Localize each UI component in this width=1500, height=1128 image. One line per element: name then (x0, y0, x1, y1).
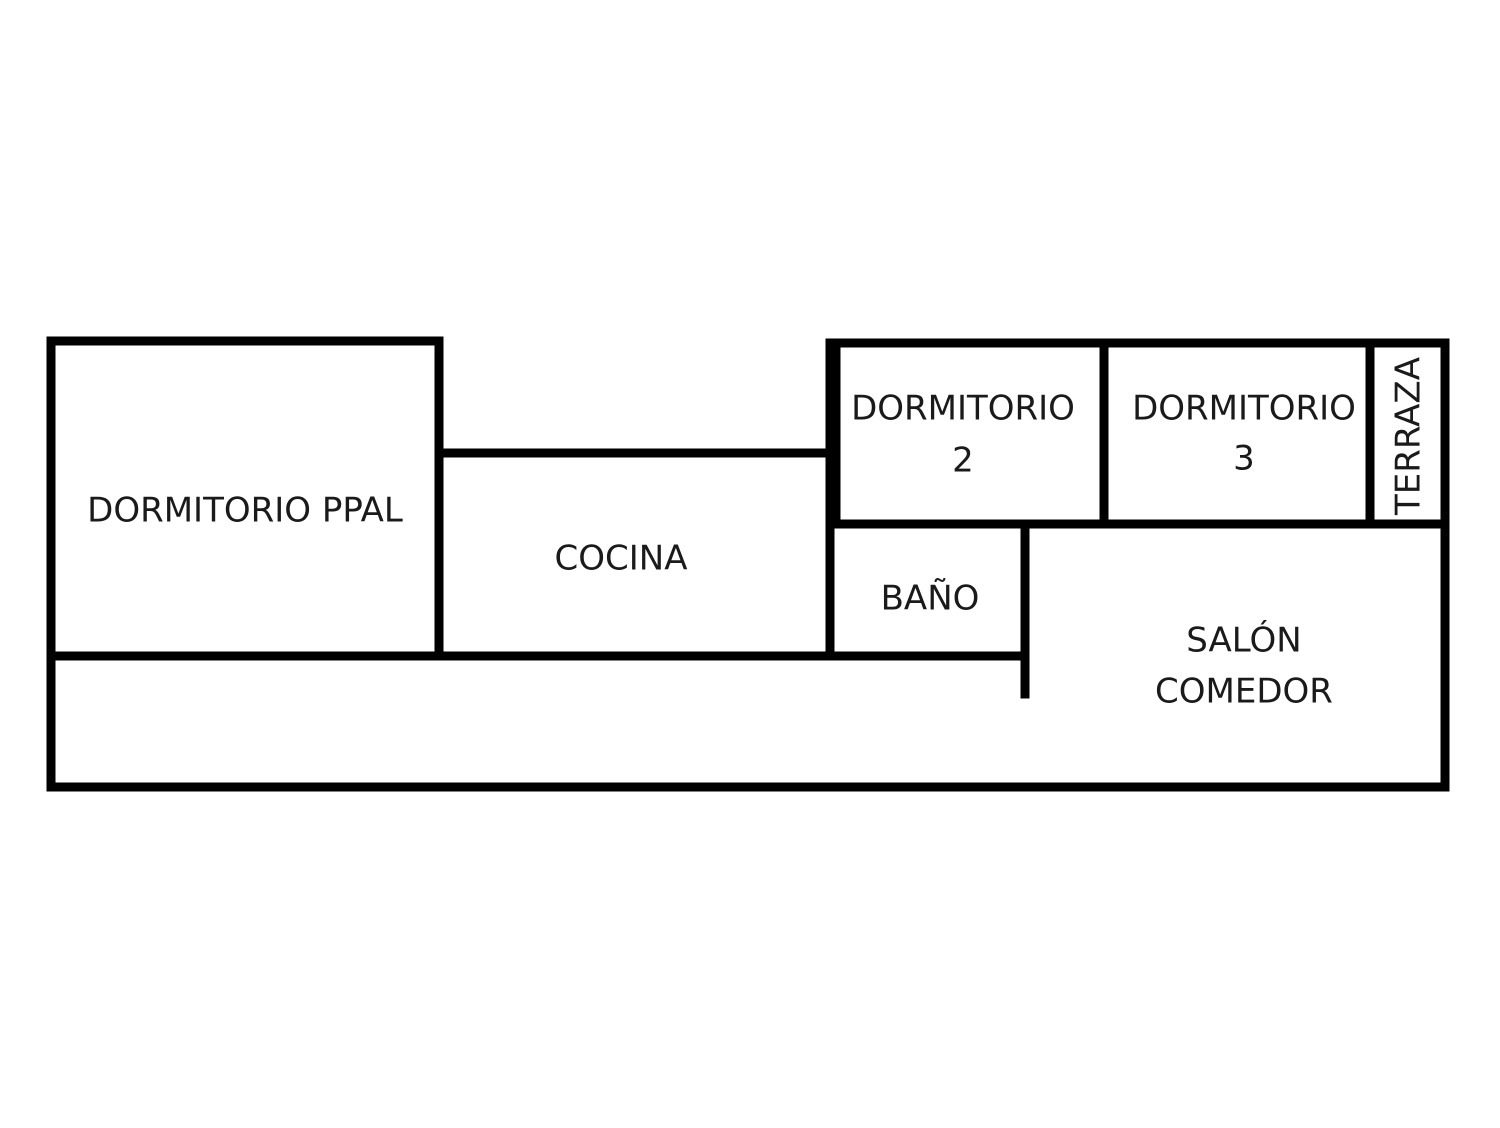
room-label-dormitorio-2-line2: 2 (952, 441, 974, 481)
walls (46, 336, 1450, 792)
room-label-bano: BAÑO (881, 579, 980, 619)
room-label-salon-comedor-line2: COMEDOR (1155, 672, 1333, 712)
room-label-terraza: TERRAZA (1389, 357, 1429, 516)
room-labels: DORMITORIO PPAL COCINA DORMITORIO 2 DORM… (87, 357, 1428, 711)
room-label-salon-comedor-line1: SALÓN (1186, 620, 1301, 661)
room-label-dormitorio-ppal: DORMITORIO PPAL (87, 491, 403, 531)
room-label-cocina: COCINA (555, 539, 688, 579)
room-label-dormitorio-3-line1: DORMITORIO (1132, 389, 1356, 429)
room-label-dormitorio-2-line1: DORMITORIO (851, 389, 1075, 429)
room-label-dormitorio-3-line2: 3 (1233, 439, 1255, 479)
